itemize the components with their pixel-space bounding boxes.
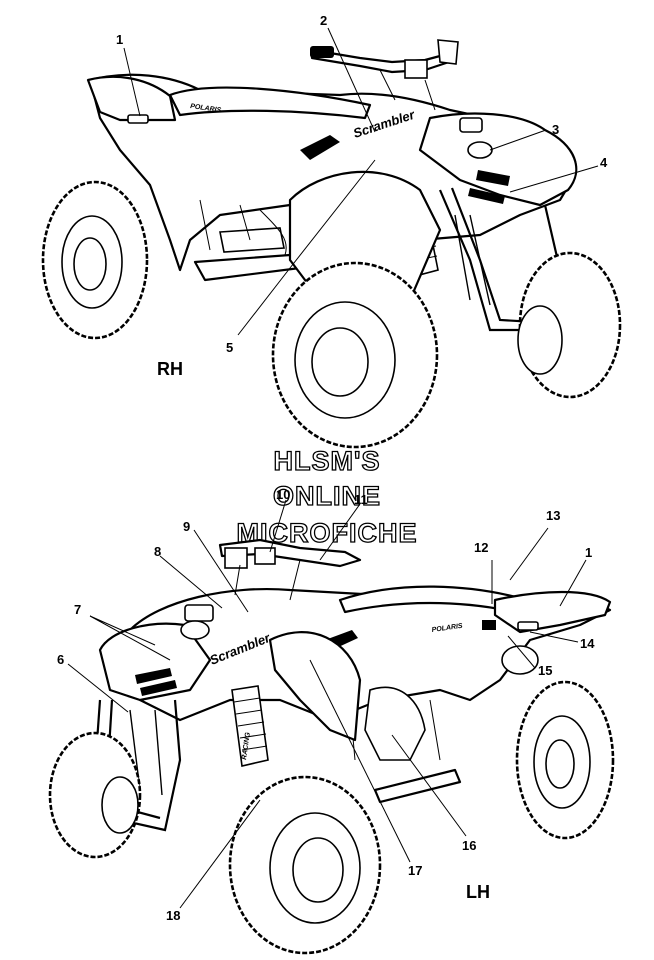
callout-7: 7 (74, 602, 81, 617)
watermark-line-1: HLSM'S (274, 446, 381, 476)
decal-polaris-rh: POLARIS (190, 103, 222, 114)
front-wheel-lh-far (48, 731, 142, 859)
shock-lh: RACING (231, 685, 269, 767)
watermark-line-2: ONLINE (273, 481, 381, 511)
callout-14: 14 (580, 636, 595, 651)
callout-17: 17 (408, 863, 422, 878)
atv-right-side-view: Scrambler POLARIS RACING (41, 13, 622, 449)
watermark: HLSM'S ONLINE MICROFICHE (236, 445, 418, 548)
atv-left-side-view: Scrambler POLARIS RACING (48, 487, 615, 955)
view-label-lh: LH (466, 882, 490, 902)
watermark-line-3: MICROFICHE (237, 518, 418, 548)
handlebar-rh (310, 39, 459, 111)
callout-15: 15 (538, 663, 552, 678)
callout-18: 18 (166, 908, 180, 923)
callout-6: 6 (57, 652, 64, 667)
atv-body-rh (86, 73, 578, 282)
callout-1-lh: 1 (585, 545, 592, 560)
callout-10: 10 (276, 487, 290, 502)
front-wheel-lh-near (228, 775, 382, 955)
decal-warning-lh (482, 620, 496, 630)
fender-panel-lh (268, 631, 362, 742)
callout-16: 16 (462, 838, 476, 853)
callout-13: 13 (546, 508, 560, 523)
callout-12: 12 (474, 540, 488, 555)
callout-4: 4 (600, 155, 608, 170)
callout-1-rh: 1 (116, 32, 123, 47)
callout-8: 8 (154, 544, 161, 559)
decal-shock-lh: RACING (241, 731, 252, 760)
front-wheel-rh-near (271, 261, 439, 449)
decal-stripe-rh (300, 135, 340, 160)
callout-5: 5 (226, 340, 233, 355)
front-wheel-rh-far (517, 251, 622, 399)
rear-wheel-lh (515, 680, 615, 840)
handlebar-lh (218, 538, 362, 601)
decal-polaris-lh: POLARIS (431, 623, 463, 634)
view-label-rh: RH (157, 359, 183, 379)
callout-11: 11 (354, 492, 368, 507)
rear-wheel-rh (41, 180, 149, 340)
callout-3: 3 (552, 122, 559, 137)
callout-9: 9 (183, 519, 190, 534)
callout-2: 2 (320, 13, 327, 28)
